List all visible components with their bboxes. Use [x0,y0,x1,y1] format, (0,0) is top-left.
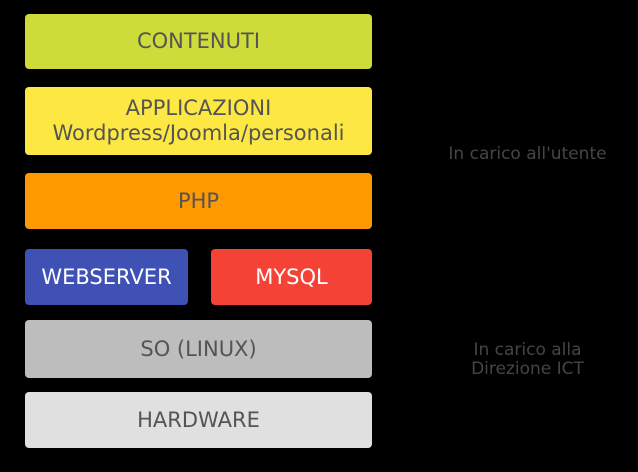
layer-so-linux-label: SO (LINUX) [140,336,257,361]
layer-contenuti: CONTENUTI [25,14,372,69]
layer-php-label: PHP [177,188,220,213]
annotation-in-carico-utente-text: In carico all'utente [448,144,607,164]
layer-mysql-label: MYSQL [255,264,328,289]
layer-applicazioni-label: APPLICAZIONI [125,96,272,120]
layer-mysql: MYSQL [211,249,372,305]
layer-contenuti-label: CONTENUTI [136,29,261,53]
layer-webserver: WEBSERVER [25,249,188,305]
layer-applicazioni-sublabel: Wordpress/Joomla/personali [52,121,345,145]
annotation-in-carico-ict: In carico alla Direzione ICT [420,341,635,379]
layer-hardware-label: HARDWARE [137,407,260,432]
layer-webserver-label: WEBSERVER [41,264,172,289]
layer-php: PHP [25,173,372,229]
annotation-in-carico-ict-line2: Direzione ICT [471,359,584,379]
annotation-in-carico-ict-line1: In carico alla [473,340,582,360]
annotation-in-carico-utente: In carico all'utente [420,145,635,164]
layer-hardware: HARDWARE [25,392,372,448]
layer-applicazioni: APPLICAZIONI Wordpress/Joomla/personali [25,87,372,155]
layer-so-linux: SO (LINUX) [25,320,372,378]
